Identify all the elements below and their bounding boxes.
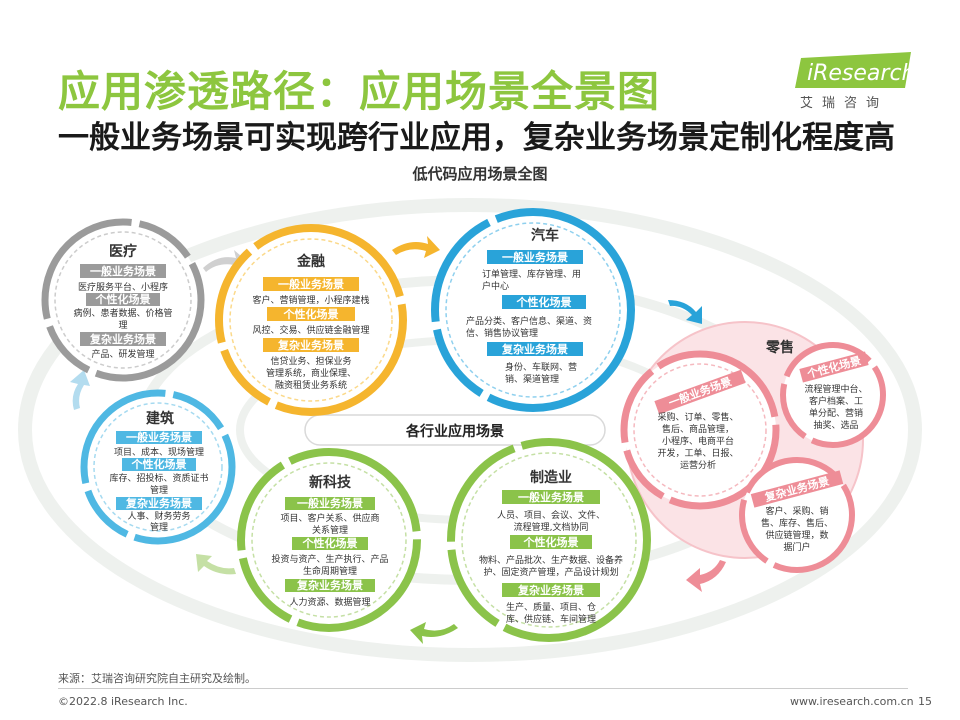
- newtech-custom-text: 投资与资产、生产执行、产品: [271, 553, 388, 565]
- manufacturing-custom-label: 个性化场景: [523, 535, 579, 549]
- auto-circle: 汽车 一般业务场景 订单管理、库存管理、用 户中心 个性化场景 产品分类、客户信…: [431, 208, 635, 412]
- manufacturing-name: 制造业: [530, 469, 572, 486]
- source-note: 来源：艾瑞咨询研究院自主研究及绘制。: [58, 672, 256, 685]
- construction-general-text: 项目、成本、现场管理: [114, 446, 204, 458]
- arrow-icon: [668, 300, 702, 324]
- finance-custom-label: 个性化场景: [283, 307, 339, 321]
- newtech-general-text: 关系管理: [312, 524, 348, 536]
- finance-circle: 金融 一般业务场景 客户、营销管理，小程序建栈 个性化场景 风控、交易、供应链金…: [215, 224, 407, 416]
- auto-complex-text: 销、渠道管理: [505, 373, 559, 385]
- retail-custom-text: 单分配、营销: [809, 407, 863, 419]
- manufacturing-general-text: 流程管理,文档协同: [514, 521, 589, 533]
- finance-general-label: 一般业务场景: [278, 277, 344, 291]
- auto-custom-text: 信、销售协议管理: [466, 327, 538, 339]
- auto-complex-label: 复杂业务场景: [501, 342, 568, 356]
- retail-circle: 零售 一般业务场景 采购、订单、零售、 售后、商品管理， 小程序、电商平台 开发…: [620, 321, 886, 573]
- retail-general-text: 开发，工单、日报、: [657, 447, 738, 459]
- construction-complex-text: 人事、财务劳务: [127, 510, 190, 522]
- medical-complex-label: 复杂业务场景: [89, 332, 156, 346]
- finance-custom-text: 风控、交易、供应链金融管理: [252, 324, 369, 336]
- manufacturing-complex-label: 复杂业务场景: [517, 583, 584, 597]
- manufacturing-complex-text: 生产、质量、项目、仓: [506, 601, 596, 613]
- page-title: 应用渗透路径：应用场景全景图: [58, 67, 661, 116]
- arrow-icon: [196, 554, 236, 575]
- manufacturing-complex-text: 库、供应链、车间管理: [506, 613, 596, 625]
- medical-general-label: 一般业务场景: [90, 264, 156, 278]
- construction-general-label: 一般业务场景: [126, 430, 192, 444]
- retail-complex-text: 售、库存、售后、: [761, 517, 833, 529]
- auto-general-text: 户中心: [482, 280, 509, 292]
- medical-complex-text: 产品、研发管理: [91, 348, 154, 360]
- auto-custom-text: 产品分类、客户信息、渠道、资: [466, 315, 592, 327]
- finance-general-text: 客户、营销管理，小程序建栈: [252, 294, 369, 306]
- retail-general-text: 运营分析: [680, 459, 716, 471]
- retail-complex-text: 供应链管理，数: [765, 529, 828, 541]
- retail-complex-text: 客户、采购、销: [765, 505, 828, 517]
- iresearch-logo: iResearch: [793, 50, 916, 90]
- manufacturing-custom-text: 物料、产品批次、生产数据、设备养: [479, 554, 623, 566]
- newtech-complex-text: 人力资源、数据管理: [289, 596, 370, 608]
- construction-custom-text: 库存、招投标、资质证书: [109, 472, 208, 484]
- arrow-icon: [686, 560, 726, 592]
- finance-complex-text: 信贷业务、担保业务: [270, 355, 351, 367]
- page-subtitle: 一般业务场景可实现跨行业应用，复杂业务场景定制化程度高: [58, 120, 895, 156]
- finance-complex-text: 管理系统，商业保理、: [266, 367, 356, 379]
- website-url: www.iresearch.com.cn: [790, 695, 914, 708]
- manufacturing-circle: 制造业 一般业务场景 人员、项目、会议、文件、 流程管理,文档协同 个性化场景 …: [447, 438, 651, 642]
- auto-custom-label: 个性化场景: [516, 295, 572, 309]
- retail-custom-text: 流程管理中台、: [804, 383, 867, 395]
- medical-custom-label: 个性化场景: [95, 292, 151, 306]
- retail-general-text: 采购、订单、零售、: [657, 411, 738, 423]
- newtech-name: 新科技: [309, 474, 352, 491]
- arrow-icon: [70, 370, 90, 410]
- auto-general-label: 一般业务场景: [502, 250, 568, 264]
- retail-general-text: 小程序、电商平台: [662, 435, 734, 447]
- medical-name: 医疗: [109, 243, 137, 260]
- finance-complex-text: 融资租赁业务系统: [275, 379, 347, 391]
- newtech-general-label: 一般业务场景: [297, 496, 363, 510]
- retail-complex-text: 据门户: [783, 541, 810, 553]
- center-label: 各行业应用场景: [304, 414, 606, 446]
- newtech-custom-text: 生命周期管理: [303, 565, 357, 577]
- arrow-icon: [392, 236, 440, 258]
- construction-name: 建筑: [146, 410, 174, 427]
- construction-custom-label: 个性化场景: [131, 457, 187, 471]
- auto-name: 汽车: [531, 227, 559, 244]
- construction-complex-text: 管理: [150, 521, 168, 533]
- retail-custom-text: 客户档案、工: [809, 395, 863, 407]
- medical-general-text: 医疗服务平台、小程序: [78, 281, 168, 293]
- finance-complex-label: 复杂业务场景: [277, 338, 344, 352]
- medical-custom-text: 理: [118, 320, 127, 331]
- auto-complex-text: 身份、车联网、营: [505, 361, 577, 373]
- newtech-complex-label: 复杂业务场景: [296, 578, 363, 592]
- manufacturing-custom-text: 护、固定资产管理，产品设计规划: [483, 566, 618, 578]
- construction-complex-label: 复杂业务场景: [125, 496, 192, 510]
- newtech-custom-label: 个性化场景: [302, 536, 358, 550]
- construction-circle: 建筑 一般业务场景 项目、成本、现场管理 个性化场景 库存、招投标、资质证书 管…: [80, 389, 236, 545]
- page-number: 15: [918, 695, 932, 708]
- footer-divider: [58, 688, 908, 689]
- chart-title: 低代码应用场景全图: [412, 165, 548, 183]
- manufacturing-general-text: 人员、项目、会议、文件、: [497, 509, 605, 521]
- arrow-icon: [410, 622, 458, 644]
- retail-custom-text: 抽奖、选品: [813, 419, 858, 431]
- finance-name: 金融: [296, 253, 325, 270]
- manufacturing-general-label: 一般业务场景: [518, 490, 584, 504]
- medical-circle: 医疗 一般业务场景 医疗服务平台、小程序 个性化场景 病例、患者数据、价格管 理…: [41, 218, 205, 382]
- construction-custom-text: 管理: [150, 484, 168, 496]
- newtech-general-text: 项目、客户关系、供应商: [280, 512, 379, 524]
- logo-subtitle: 艾瑞咨询: [800, 96, 889, 111]
- copyright: ©2022.8 iResearch Inc.: [58, 695, 188, 708]
- retail-general-text: 售后、商品管理，: [662, 423, 734, 435]
- center-label-text: 各行业应用场景: [405, 423, 504, 440]
- retail-name: 零售: [765, 339, 794, 356]
- auto-general-text: 订单管理、库存管理、用: [482, 268, 581, 280]
- newtech-circle: 新科技 一般业务场景 项目、客户关系、供应商 关系管理 个性化场景 投资与资产、…: [237, 448, 421, 632]
- medical-custom-text: 病例、患者数据、价格管: [73, 307, 172, 319]
- flow-arrows: [70, 236, 726, 644]
- logo-brand-text: iResearch: [807, 61, 913, 86]
